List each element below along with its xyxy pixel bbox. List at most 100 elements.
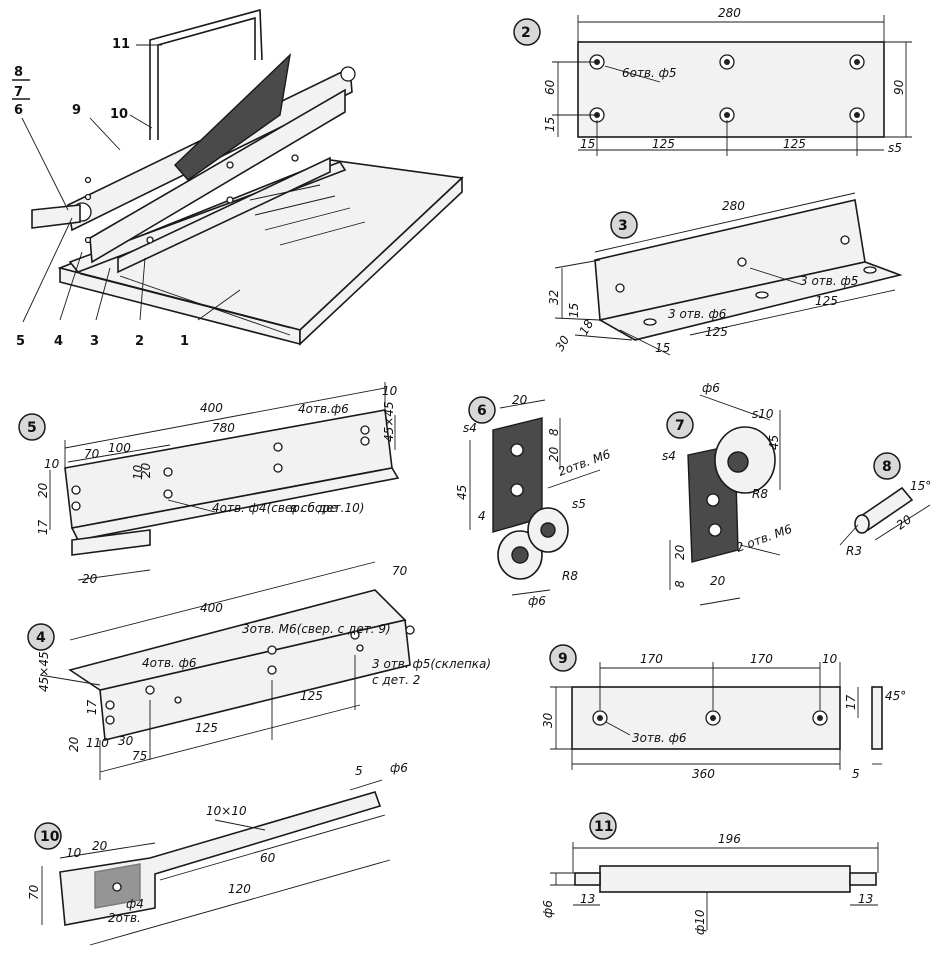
dim-15-v: 15 (543, 117, 557, 132)
dim-125b: 125 (783, 137, 806, 151)
dim-15a: 15 (567, 303, 581, 318)
dia-10: ф10 (693, 909, 707, 935)
hole-count-note: 2отв. (108, 911, 141, 925)
part-8: 8 R3 20 15° (839, 452, 931, 558)
dim-15-h: 15 (580, 137, 595, 151)
dim-15b: 15 (655, 341, 670, 355)
bar-side-view (871, 686, 883, 750)
part-number: 3 (618, 218, 628, 234)
part-number-badge (468, 396, 496, 424)
dim-125a: 125 (652, 137, 675, 151)
thickness: s5 (888, 141, 902, 155)
hole-note: 3отв. ф6 (632, 731, 687, 745)
part-number: 11 (594, 819, 613, 835)
dim-125a: 125 (195, 721, 218, 735)
hole-note-6: 4отв.ф6 (298, 402, 349, 416)
angle-45: 45° (885, 689, 906, 703)
dia-6: ф6 (702, 381, 720, 395)
dim-32: 32 (547, 290, 561, 305)
handle-frame (149, 8, 263, 140)
dim-125b: 125 (300, 689, 323, 703)
part-number-badge (666, 411, 694, 439)
hole-note-6: 3 отв. ф6 (668, 307, 727, 321)
part-number-badge (34, 822, 62, 850)
thickness-s5: s5 (572, 497, 586, 511)
dia-6: ф6 (528, 594, 546, 608)
callout-8: 8 (14, 65, 23, 80)
dim-10-left: 10 (44, 457, 60, 471)
part-6: 6 20 s4 8 20 45 4 s5 R8 ф6 2отв. М6 (455, 393, 613, 608)
part-2: 2 280 90 60 15 15 125 125 6отв. ф5 s5 (513, 6, 912, 156)
callout-9: 9 (72, 103, 81, 118)
dim-4: 4 (478, 509, 486, 523)
part-number-badge (18, 413, 46, 441)
dia-4: ф4 (126, 897, 144, 911)
callout-2: 2 (135, 334, 144, 349)
part-7: 7 ф6 s10 s4 45 R8 20 8 20 2 отв. М6 (662, 381, 794, 606)
radius-r3: R3 (846, 544, 862, 558)
cut-sheet (174, 53, 292, 181)
dim-10-right: 10 (382, 384, 398, 398)
part-number-badge (27, 623, 55, 651)
part-11: 11 196 ф6 ф10 13 13 (541, 812, 879, 935)
assembly-view: 11 10 9 8 7 6 5 4 3 2 1 (12, 8, 464, 349)
dim-30: 30 (552, 333, 572, 354)
dia-6: ф6 (390, 761, 408, 775)
thread-note: 2отв. М6 (556, 447, 612, 479)
dim-60: 60 (543, 79, 557, 95)
dim-8: 8 (673, 580, 687, 588)
part-4: 4 400 70 45×45 17 20 110 30 75 125 125 4… (27, 561, 491, 780)
dim-length: 280 (722, 199, 745, 213)
dim-20: 20 (92, 839, 108, 853)
dim-60: 60 (260, 851, 276, 865)
dim-45x45: 45×45 (382, 401, 396, 442)
dim-125b: 125 (815, 294, 838, 308)
part-5: 5 400 780 70 100 10 10 20 20 17 20 45×45… (18, 382, 400, 586)
part-3: 3 280 32 15 18 30 15 125 125 3 отв. ф5 3… (547, 192, 903, 356)
base-board-side (299, 176, 463, 346)
dim-75: 75 (132, 749, 147, 763)
dim-height: 90 (892, 79, 906, 95)
section-10x10: 10×10 (206, 804, 247, 818)
dim-20-side: 20 (673, 544, 687, 560)
dim-13-left: 13 (580, 892, 595, 906)
dim-17: 17 (844, 694, 858, 710)
dim-10-mid: 10 (131, 464, 145, 480)
part-number-badge (610, 211, 638, 239)
dim-20-left: 20 (36, 482, 50, 498)
dim-13-right: 13 (858, 892, 873, 906)
radius-r8: R8 (562, 569, 578, 583)
dim-20: 20 (894, 512, 915, 532)
dim-45: 45 (455, 485, 469, 500)
dim-780: 780 (212, 421, 235, 435)
dim-18: 18 (576, 317, 596, 338)
part-number-badge (549, 644, 577, 672)
hole-note-4: 4отв. ф4(свер. с дет.10) (212, 501, 364, 515)
dim-length: 400 (200, 601, 223, 615)
part-number: 4 (36, 630, 46, 646)
thread-note: 2 отв. М6 (734, 522, 794, 555)
dim-70: 70 (27, 884, 41, 900)
part-number: 2 (521, 25, 531, 41)
dim-20-top: 20 (512, 393, 528, 407)
part-number: 6 (477, 403, 487, 419)
radius-r8: R8 (752, 487, 768, 501)
part-number-badge (873, 452, 901, 480)
dim-length: 280 (718, 6, 741, 20)
angle-horizontal-face (597, 261, 903, 341)
dim-70: 70 (84, 447, 100, 461)
dim-360: 360 (692, 767, 715, 781)
dim-45x45: 45×45 (37, 651, 51, 692)
hole-note: 6отв. ф5 (622, 66, 677, 80)
thickness-s10: s10 (752, 407, 774, 421)
rod-body (599, 865, 851, 893)
dim-5: 5 (355, 764, 363, 778)
part-9: 9 170 170 10 30 17 360 5 45° 3отв. ф6 (541, 644, 906, 781)
part-number: 8 (882, 459, 892, 475)
dim-8: 8 (547, 428, 561, 436)
callout-4: 4 (54, 334, 63, 349)
rod-end-right (849, 872, 877, 886)
dim-70: 70 (392, 564, 408, 578)
dim-125a: 125 (705, 325, 728, 339)
dim-170b: 170 (750, 652, 773, 666)
